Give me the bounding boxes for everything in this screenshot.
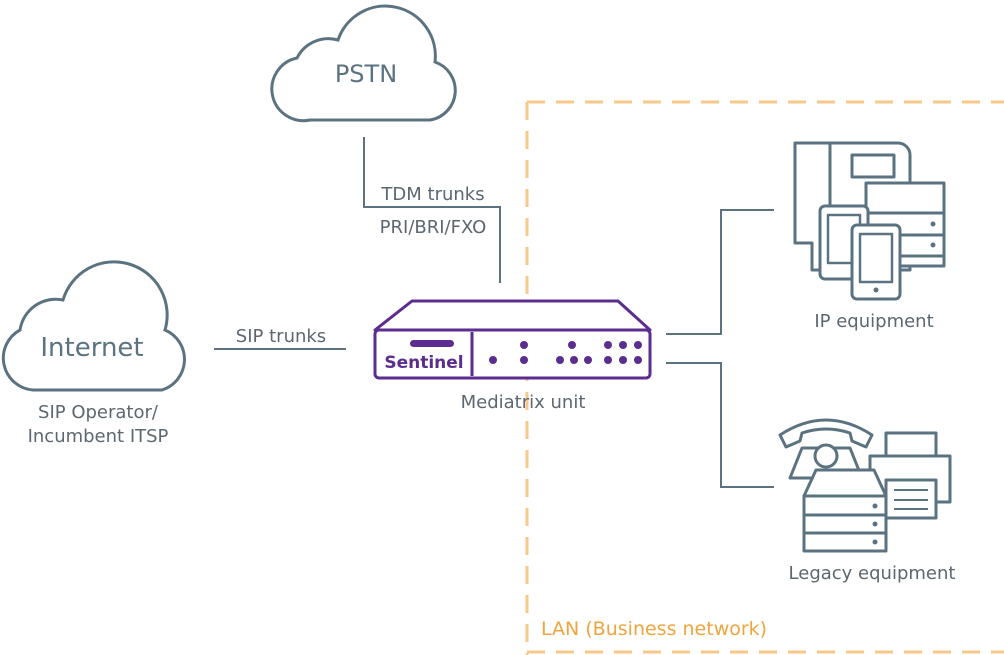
- sip-trunks-label: SIP trunks: [236, 326, 326, 347]
- tdm-trunks-label: TDM trunks: [380, 184, 484, 205]
- ip-equipment-icon: [793, 141, 946, 301]
- pri-bri-fxo-label: PRI/BRI/FXO: [380, 217, 487, 238]
- ip-equipment-label: IP equipment: [814, 311, 933, 332]
- pstn-link-right: [364, 206, 501, 283]
- legacy-equipment-label: Legacy equipment: [789, 563, 956, 584]
- internet-cloud-icon: [1, 260, 186, 392]
- internet-label: Internet: [40, 333, 143, 363]
- pstn-label: PSTN: [335, 60, 397, 88]
- sip-operator-label: SIP Operator/: [38, 402, 159, 423]
- legacy-link: [666, 362, 774, 488]
- incumbent-itsp-label: Incumbent ITSP: [28, 426, 169, 447]
- ip-link: [666, 209, 774, 335]
- lan-label: LAN (Business network): [541, 618, 767, 640]
- connection-lines: [214, 137, 774, 488]
- mediatrix-unit-label: Mediatrix unit: [461, 392, 586, 413]
- sentinel-brand-label: Sentinel: [384, 353, 463, 373]
- legacy-equipment-icon: [778, 418, 952, 553]
- pstn-cloud-icon: [270, 4, 457, 123]
- mediatrix-unit-icon: [373, 299, 652, 380]
